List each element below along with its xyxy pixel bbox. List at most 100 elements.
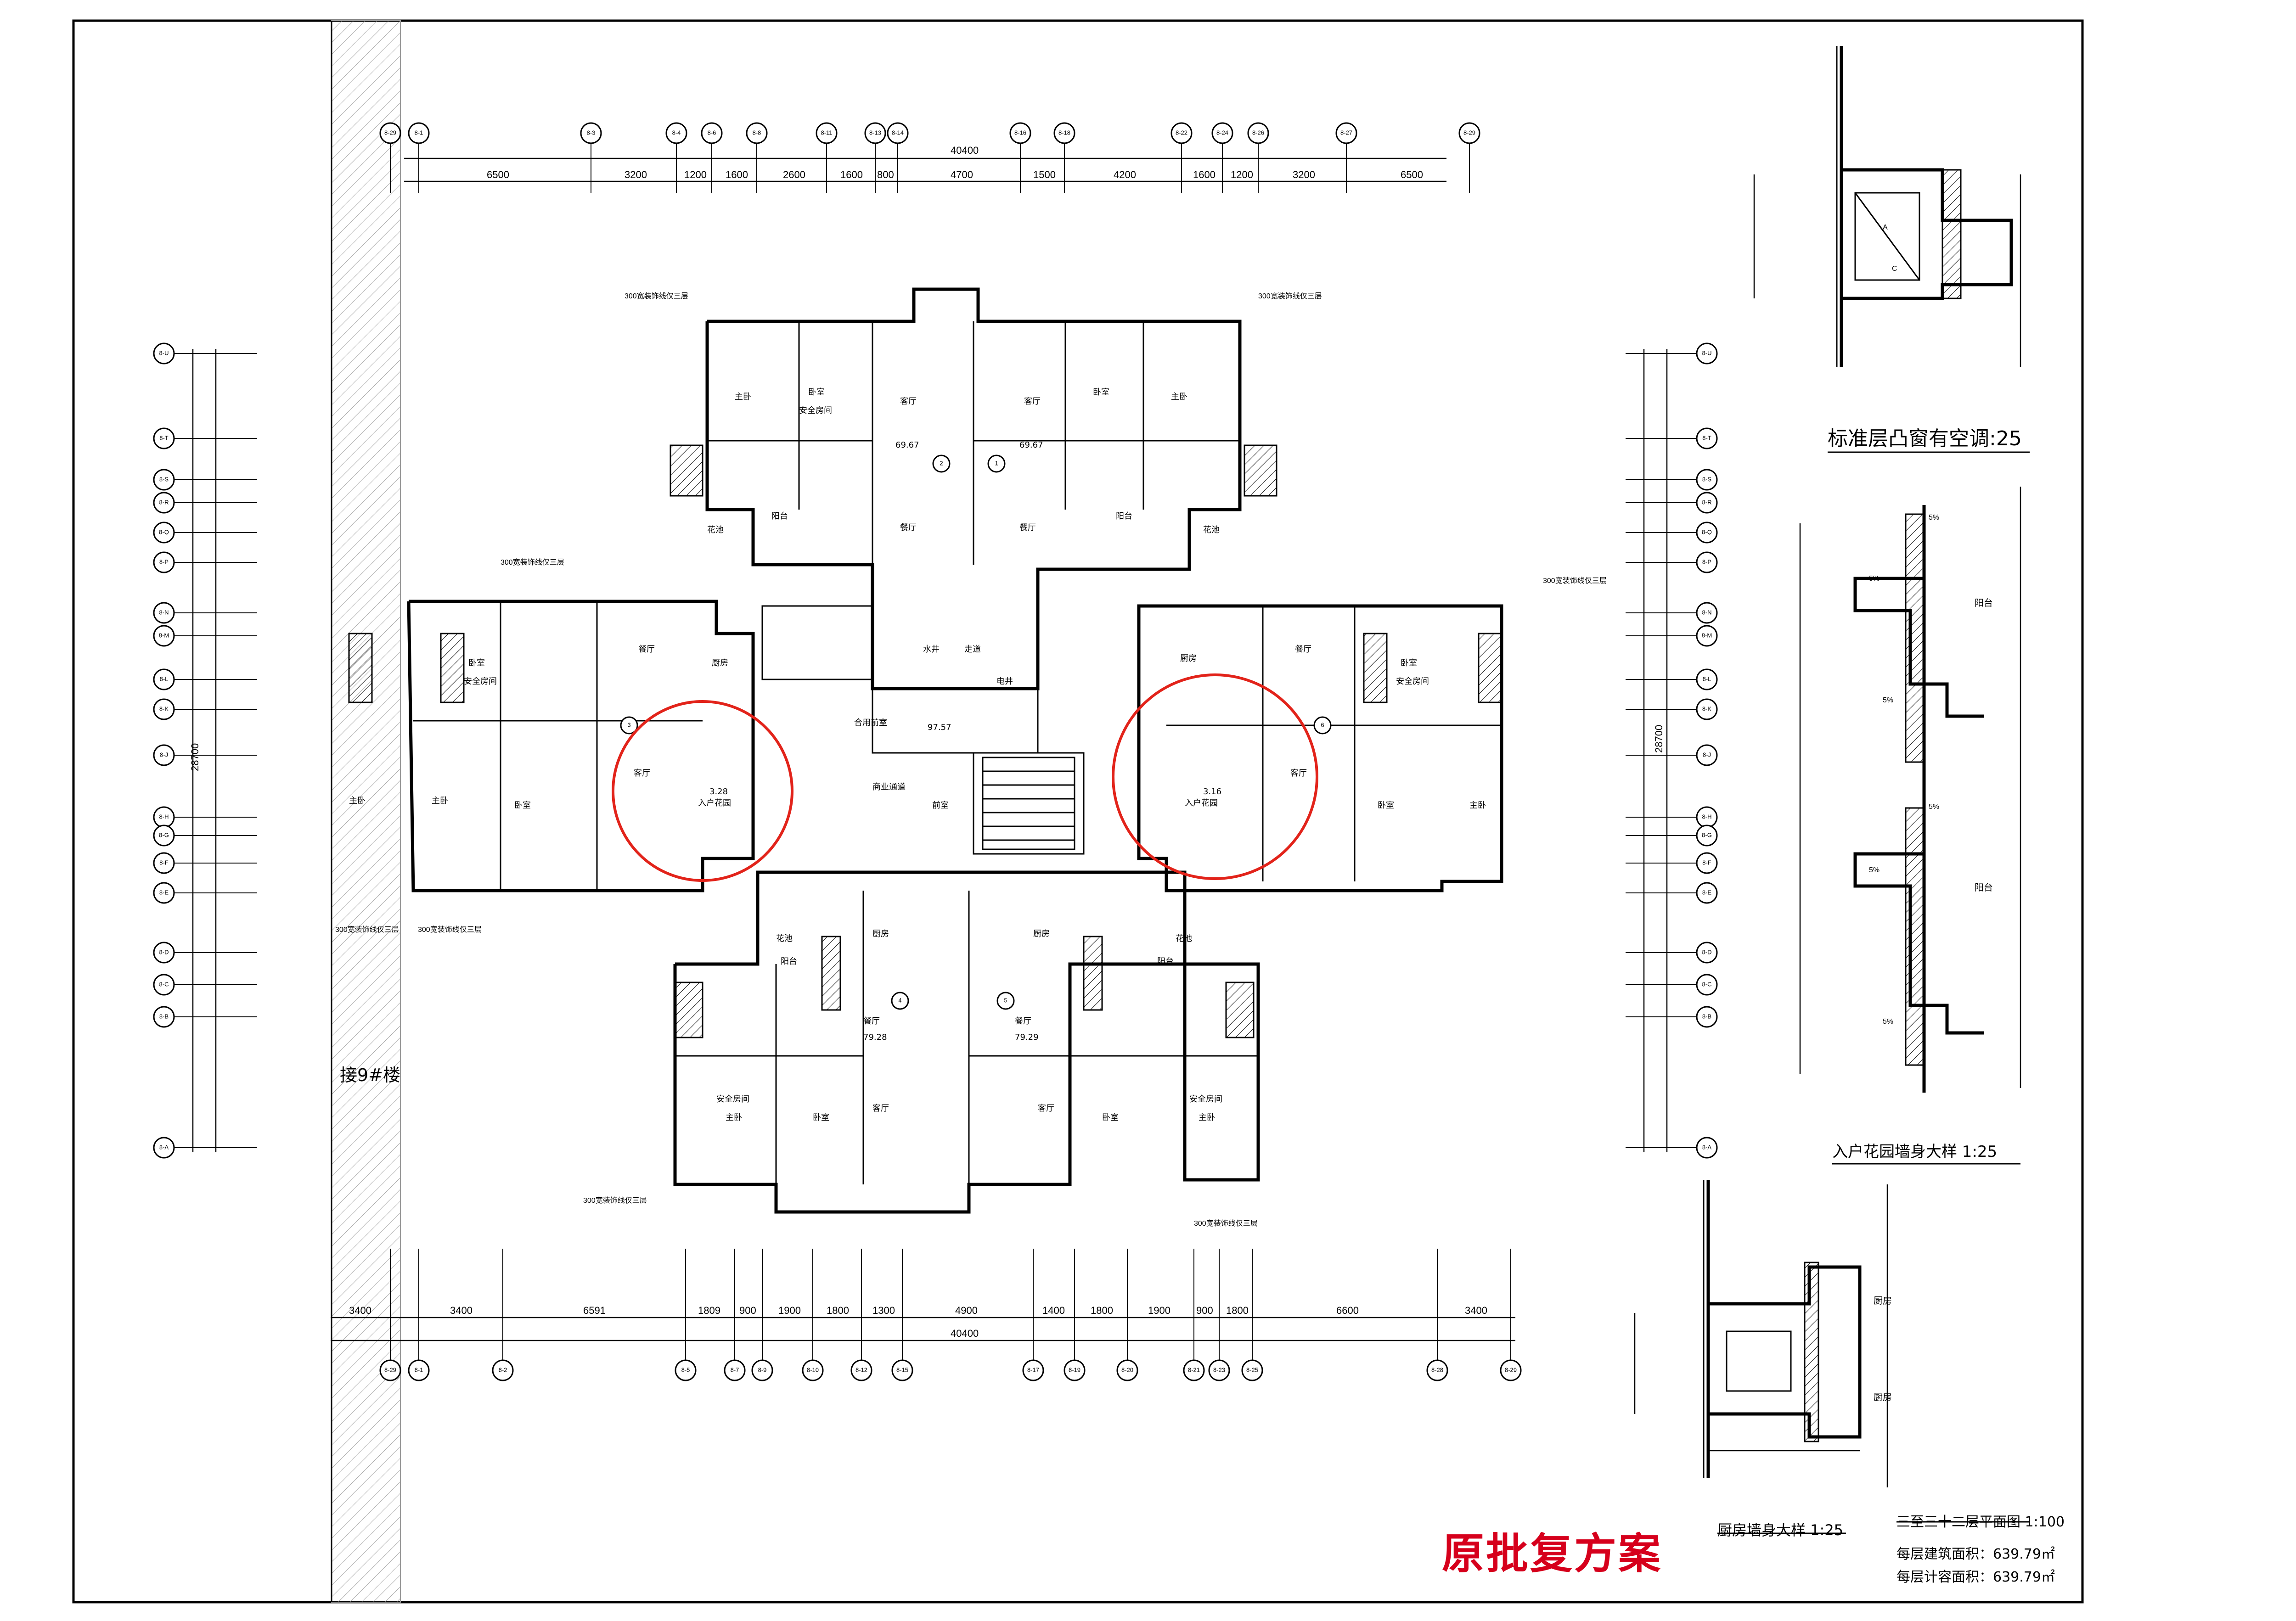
svg-text:5%: 5% — [1869, 575, 1880, 583]
left-axis-12 — [153, 825, 175, 847]
revision-circle-right — [1112, 673, 1318, 880]
svg-text:C: C — [1892, 265, 1897, 273]
right-axis-3-label: 8-R — [1702, 499, 1712, 505]
svg-text:卧室: 卧室 — [1102, 1113, 1119, 1122]
top-axis-3-label: 8-4 — [672, 129, 681, 136]
top-axis-15-label: 8-29 — [1463, 129, 1475, 136]
left-axis-2 — [153, 469, 175, 491]
top-dim-11: 1200 — [1231, 169, 1253, 180]
svg-text:5%: 5% — [1883, 696, 1893, 704]
left-axis-18-label: 8-A — [159, 1144, 169, 1150]
svg-text:厨房: 厨房 — [712, 658, 728, 668]
svg-text:主卧: 主卧 — [1199, 1113, 1215, 1122]
svg-text:5%: 5% — [1929, 514, 1939, 522]
svg-text:主卧: 主卧 — [1171, 392, 1187, 402]
baywindow-title: 标准层凸窗有空调:25 — [1828, 427, 2022, 450]
bottom-dim-2: 6591 — [583, 1305, 606, 1316]
garden-title: 入户花园墙身大样 1:25 — [1832, 1143, 1997, 1161]
left-axis-10-label: 8-J — [160, 751, 168, 758]
hatched-elements — [348, 444, 1503, 1038]
svg-text:300宽装饰线仅三层: 300宽装饰线仅三层 — [418, 925, 482, 934]
left-axis-11-label: 8-H — [159, 813, 169, 820]
svg-text:餐厅: 餐厅 — [1295, 645, 1311, 654]
bottom-dim-14: 6600 — [1336, 1305, 1359, 1316]
area-far: 每层计容面积：639.79㎡ — [1896, 1569, 2055, 1585]
bottom-dim-9: 1400 — [1042, 1305, 1065, 1316]
bottom-dim-12: 900 — [1196, 1305, 1213, 1316]
sheet-border — [72, 19, 2084, 1604]
svg-text:5%: 5% — [1869, 866, 1880, 874]
svg-text:安全房间: 安全房间 — [716, 1094, 749, 1104]
svg-text:安全房间: 安全房间 — [799, 406, 832, 415]
left-axis-7-label: 8-M — [159, 632, 169, 639]
bottom-dim-0: 3400 — [349, 1305, 371, 1316]
top-axis-5-label: 8-8 — [753, 129, 761, 136]
svg-text:2: 2 — [940, 460, 943, 466]
top-axis-11-label: 8-22 — [1176, 129, 1187, 136]
bottom-axis-5-label: 8-9 — [758, 1366, 767, 1373]
svg-text:300宽装饰线仅三层: 300宽装饰线仅三层 — [335, 925, 399, 934]
right-axis-15-label: 8-D — [1702, 948, 1712, 955]
bottom-axis-0-label: 8-29 — [384, 1366, 396, 1373]
top-dim-5: 1600 — [840, 169, 863, 180]
svg-text:餐厅: 餐厅 — [1019, 523, 1036, 533]
top-dim-13: 6500 — [1401, 169, 1423, 180]
top-axis-10-label: 8-18 — [1058, 129, 1070, 136]
svg-text:300宽装饰线仅三层: 300宽装饰线仅三层 — [1543, 577, 1607, 585]
top-axis-13-label: 8-26 — [1252, 129, 1264, 136]
left-axis-15-label: 8-D — [159, 948, 169, 955]
svg-text:4: 4 — [898, 997, 901, 1004]
svg-text:花池: 花池 — [1176, 934, 1192, 943]
bottom-axis-9-label: 8-17 — [1027, 1366, 1039, 1373]
top-dim-2: 1200 — [684, 169, 707, 180]
bottom-axis-8-label: 8-15 — [896, 1366, 908, 1373]
left-axis-7 — [153, 625, 175, 647]
left-axis-3-label: 8-R — [159, 499, 169, 505]
connect-label: 接9#楼 — [340, 1065, 400, 1085]
left-axis-17 — [153, 1006, 175, 1028]
bottom-axis-3-label: 8-5 — [681, 1366, 690, 1373]
svg-text:3.16: 3.16 — [1203, 787, 1221, 796]
left-axis-16 — [153, 974, 175, 996]
svg-text:走道: 走道 — [964, 645, 981, 654]
left-axis-8-label: 8-L — [160, 675, 169, 682]
left-axis-5 — [153, 551, 175, 573]
left-axis-18 — [153, 1137, 175, 1159]
svg-text:卧室: 卧室 — [514, 801, 531, 810]
top-dim-10: 1600 — [1193, 169, 1216, 180]
svg-text:入户花园: 入户花园 — [1185, 798, 1218, 808]
svg-text:厨房: 厨房 — [872, 929, 889, 939]
svg-text:水井: 水井 — [923, 645, 940, 654]
right-total-dim: 28700 — [1653, 725, 1665, 753]
adjoining-building-strip — [331, 20, 401, 1603]
top-axis-0-label: 8-29 — [384, 129, 396, 136]
svg-text:合用前室: 合用前室 — [854, 718, 887, 728]
bottom-dim-3: 1809 — [698, 1305, 720, 1316]
right-axis-13-label: 8-F — [1702, 859, 1711, 866]
svg-text:花池: 花池 — [707, 525, 724, 535]
bottom-axis-14-label: 8-25 — [1246, 1366, 1258, 1373]
top-axis-4-label: 8-6 — [708, 129, 716, 136]
svg-text:安全房间: 安全房间 — [1396, 677, 1429, 686]
left-axis-12-label: 8-G — [159, 831, 169, 838]
left-axis-14 — [153, 882, 175, 904]
right-axis-6-label: 8-N — [1702, 609, 1712, 616]
svg-text:卧室: 卧室 — [1401, 658, 1417, 668]
right-axis-9-label: 8-K — [1702, 705, 1712, 712]
top-dim-6: 800 — [877, 169, 894, 180]
bottom-axis-12-label: 8-21 — [1188, 1366, 1200, 1373]
right-axis-7-label: 8-M — [1702, 632, 1712, 639]
svg-text:3.28: 3.28 — [709, 787, 728, 796]
top-axis-2-label: 8-3 — [587, 129, 596, 136]
svg-text:入户花园: 入户花园 — [698, 798, 731, 808]
left-axis-1 — [153, 427, 175, 449]
svg-text:电井: 电井 — [996, 677, 1013, 686]
top-dim-8: 1500 — [1033, 169, 1056, 180]
bottom-total-dim: 40400 — [951, 1328, 979, 1339]
bottom-axis-6-label: 8-10 — [807, 1366, 819, 1373]
svg-text:阳台: 阳台 — [1975, 882, 1993, 893]
svg-text:客厅: 客厅 — [872, 1104, 889, 1113]
detail-kitchen: 厨房 厨房 — [1634, 1180, 1892, 1487]
left-axis-9 — [153, 698, 175, 720]
